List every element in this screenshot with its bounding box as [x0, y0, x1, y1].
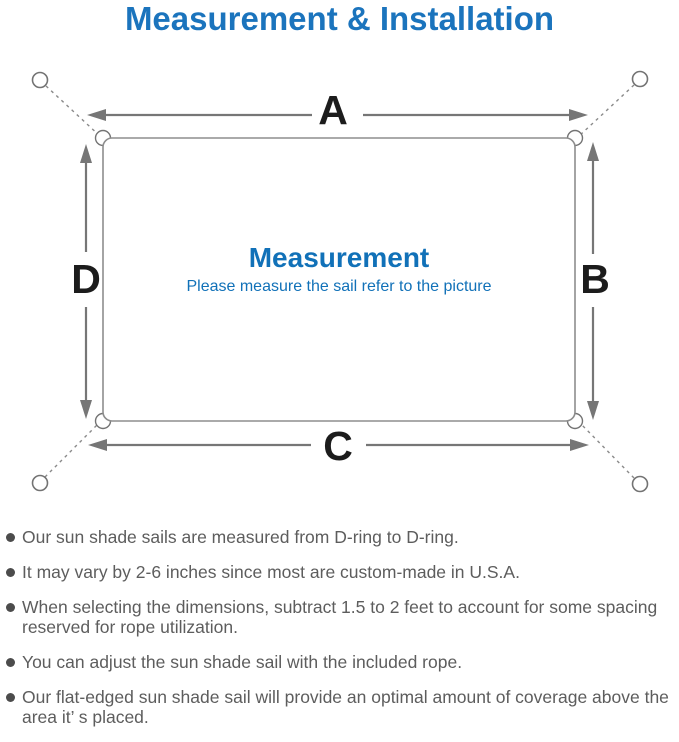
- dimension-arrow-a: [87, 109, 588, 121]
- note-text: Our sun shade sails are measured from D-…: [22, 527, 459, 547]
- note-text: You can adjust the sun shade sail with t…: [22, 652, 463, 672]
- bullet-icon: [6, 658, 15, 667]
- sail-body: [102, 137, 576, 422]
- measurement-subtitle: Please measure the sail refer to the pic…: [186, 278, 492, 295]
- note-item: Our sun shade sails are measured from D-…: [0, 527, 679, 547]
- dimension-arrow-b: [587, 142, 599, 420]
- note-text: When selecting the dimensions, subtract …: [22, 597, 658, 637]
- dimension-arrow-c: [88, 439, 589, 451]
- dimension-label-c: C: [323, 423, 353, 469]
- note-item: It may vary by 2-6 inches since most are…: [0, 562, 679, 582]
- anchor-point-bottom-right: [631, 475, 649, 493]
- note-item: Our flat-edged sun shade sail will provi…: [0, 687, 679, 727]
- note-text: It may vary by 2-6 inches since most are…: [22, 562, 520, 582]
- dimension-label-d: D: [71, 256, 101, 302]
- measurement-heading: Measurement: [248, 242, 430, 273]
- notes-list: Our sun shade sails are measured from D-…: [0, 527, 679, 742]
- dimension-label-b: B: [580, 256, 610, 302]
- note-item: You can adjust the sun shade sail with t…: [0, 652, 679, 672]
- bullet-icon: [6, 693, 15, 702]
- anchor-point-bottom-left: [31, 474, 49, 492]
- sail-center-text: Measurement Please measure the sail refe…: [103, 243, 575, 297]
- tie-ropes: [44, 84, 635, 479]
- bullet-icon: [6, 568, 15, 577]
- anchor-point-top-right: [631, 70, 649, 88]
- dimension-arrow-d: [80, 144, 92, 419]
- tie-rope-bottom-left: [44, 421, 101, 478]
- tie-rope-top-left: [45, 85, 102, 138]
- note-text: Our flat-edged sun shade sail will provi…: [22, 687, 669, 727]
- page-title: Measurement & Installation: [124, 0, 555, 37]
- anchor-point-top-left: [31, 71, 49, 89]
- dimension-label-a: A: [318, 87, 348, 133]
- tie-rope-bottom-right: [578, 421, 635, 479]
- tie-rope-top-right: [577, 84, 635, 138]
- bullet-icon: [6, 603, 15, 612]
- note-item: When selecting the dimensions, subtract …: [0, 597, 679, 637]
- bullet-icon: [6, 533, 15, 542]
- anchor-points: [31, 70, 649, 493]
